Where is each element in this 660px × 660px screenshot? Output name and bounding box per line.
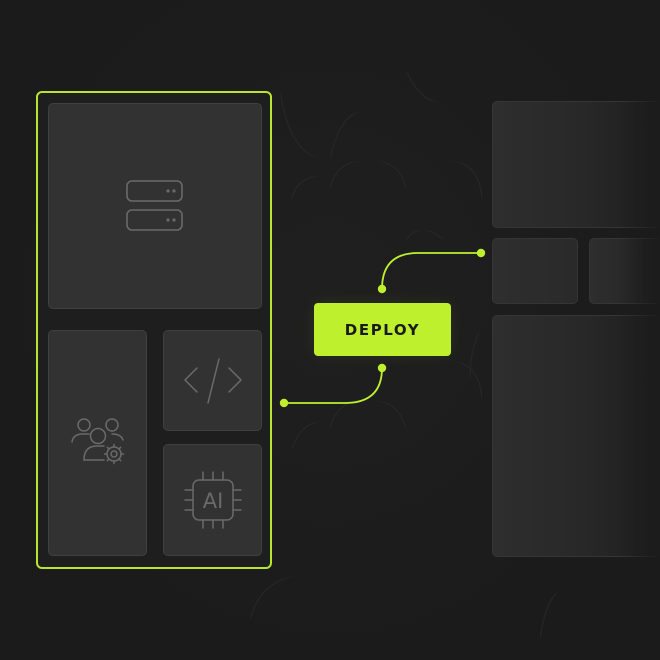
users-gear-icon xyxy=(70,418,124,465)
ai-chip-icon: AI xyxy=(183,471,242,529)
target-card-top[interactable] xyxy=(492,101,660,228)
code-icon xyxy=(183,357,242,404)
card-code[interactable] xyxy=(163,330,262,431)
deploy-button[interactable]: DEPLOY xyxy=(314,303,451,356)
card-servers[interactable] xyxy=(48,103,262,309)
card-team-settings[interactable] xyxy=(48,330,147,556)
target-card-bottom[interactable] xyxy=(492,315,660,557)
card-ai[interactable]: AI xyxy=(163,444,262,556)
server-stack-icon xyxy=(126,180,183,231)
target-card-middle-left[interactable] xyxy=(492,238,578,304)
ai-chip-label: AI xyxy=(202,489,223,513)
target-card-middle-right[interactable] xyxy=(589,238,660,304)
